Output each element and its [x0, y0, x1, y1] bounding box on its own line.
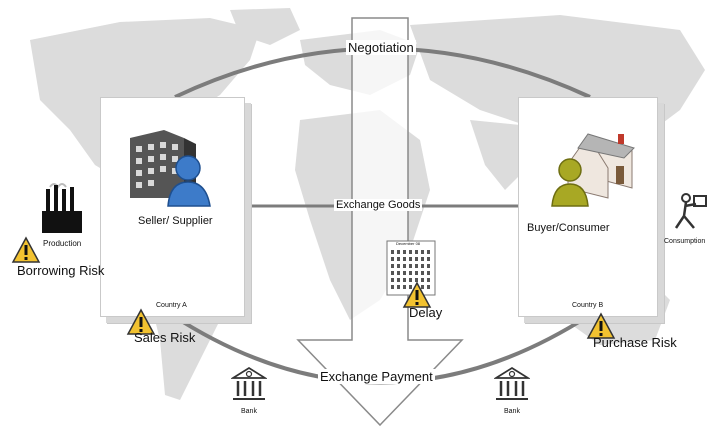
delay-warning-icon [402, 281, 432, 308]
calendar-icon [386, 240, 436, 296]
seller-building-icon [130, 130, 211, 207]
negotiation-label: Negotiation [346, 40, 416, 55]
factory-icon [42, 183, 82, 233]
bank-right-label: Bank [504, 408, 520, 415]
seller-person-icon [167, 155, 211, 207]
sales-risk-label: Sales Risk [134, 330, 196, 345]
consumption-person-icon [674, 193, 707, 229]
bank-left-label: Bank [241, 408, 257, 415]
buyer-person-icon [551, 158, 589, 207]
buyer-house-icon [551, 133, 635, 207]
purchase-risk-label: Purchase Risk [593, 335, 677, 350]
bank-icon-right [494, 366, 530, 400]
buyer-country-label: Country B [572, 302, 604, 309]
sales-risk-warning-icon [126, 308, 156, 335]
borrowing-risk-label: Borrowing Risk [17, 263, 105, 278]
purchase-risk-warning-icon [586, 312, 616, 339]
production-label: Production [43, 239, 82, 248]
consumption-label: Consumption [664, 238, 706, 245]
exchange-payment-label: Exchange Payment [318, 369, 435, 384]
exchange-goods-label: Exchange Goods [334, 199, 423, 211]
bank-icon-left [231, 366, 267, 400]
borrowing-risk-warning-icon [11, 236, 41, 263]
buyer-label: Buyer/Consumer [527, 222, 610, 234]
calendar-header: December 08 [396, 241, 421, 246]
delay-label: Delay [409, 305, 443, 320]
seller-country-label: Country A [156, 302, 187, 309]
seller-label: Seller/ Supplier [138, 215, 213, 227]
